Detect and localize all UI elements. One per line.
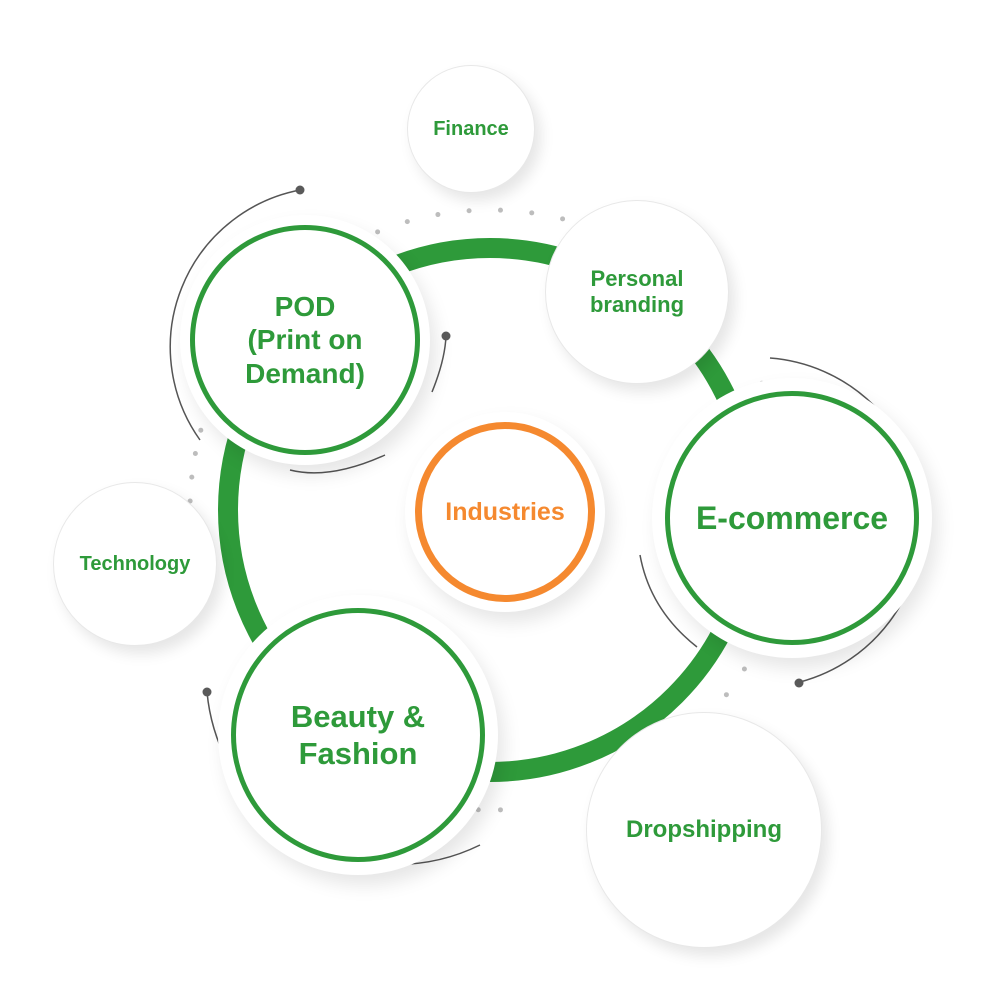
center-ring: [415, 422, 595, 602]
node-finance-label: Finance: [433, 118, 509, 140]
decorative-dot: [189, 474, 195, 480]
accent-dot-ecommerce: [794, 678, 804, 688]
decorative-dot: [404, 219, 410, 225]
decorative-dot: [497, 807, 503, 813]
node-dropshipping-label: Dropshipping: [626, 815, 782, 843]
node-ecommerce[interactable]: E-commerce: [652, 378, 932, 658]
decorative-dot: [741, 666, 747, 672]
decorative-dot: [375, 229, 381, 235]
accent-dot-beauty: [202, 687, 212, 697]
decorative-dot: [723, 692, 729, 698]
accent-arc-pod: [169, 189, 301, 441]
node-finance[interactable]: Finance: [407, 65, 535, 193]
node-ecommerce-ring: [665, 391, 919, 645]
decorative-dot: [198, 427, 204, 433]
accent-arc-ecommerce-left: [639, 554, 698, 648]
node-center-industries[interactable]: Industries: [405, 412, 605, 612]
node-technology[interactable]: Technology: [53, 482, 217, 646]
node-beauty-fashion-label: Beauty &Fashion: [290, 698, 426, 771]
node-technology-label: Technology: [79, 553, 191, 575]
node-pod-ring: [190, 225, 420, 455]
center-label: Industries: [445, 498, 565, 526]
decorative-dot: [435, 212, 441, 218]
accent-arc-pod-bottom: [289, 454, 386, 474]
node-dropshipping[interactable]: Dropshipping: [586, 712, 822, 948]
node-beauty-fashion-ring: [231, 608, 485, 862]
node-beauty-fashion[interactable]: Beauty &Fashion: [218, 595, 498, 875]
decorative-dot: [529, 210, 535, 216]
accent-dot-pod: [295, 185, 305, 195]
decorative-dot: [497, 207, 503, 213]
node-ecommerce-label: E-commerce: [695, 499, 889, 536]
decorative-dot: [466, 208, 472, 214]
decorative-dot: [560, 216, 566, 222]
accent-arc-pod-inner: [431, 335, 447, 393]
decorative-dot: [192, 450, 198, 456]
accent-dot-pod-inner: [441, 331, 451, 341]
